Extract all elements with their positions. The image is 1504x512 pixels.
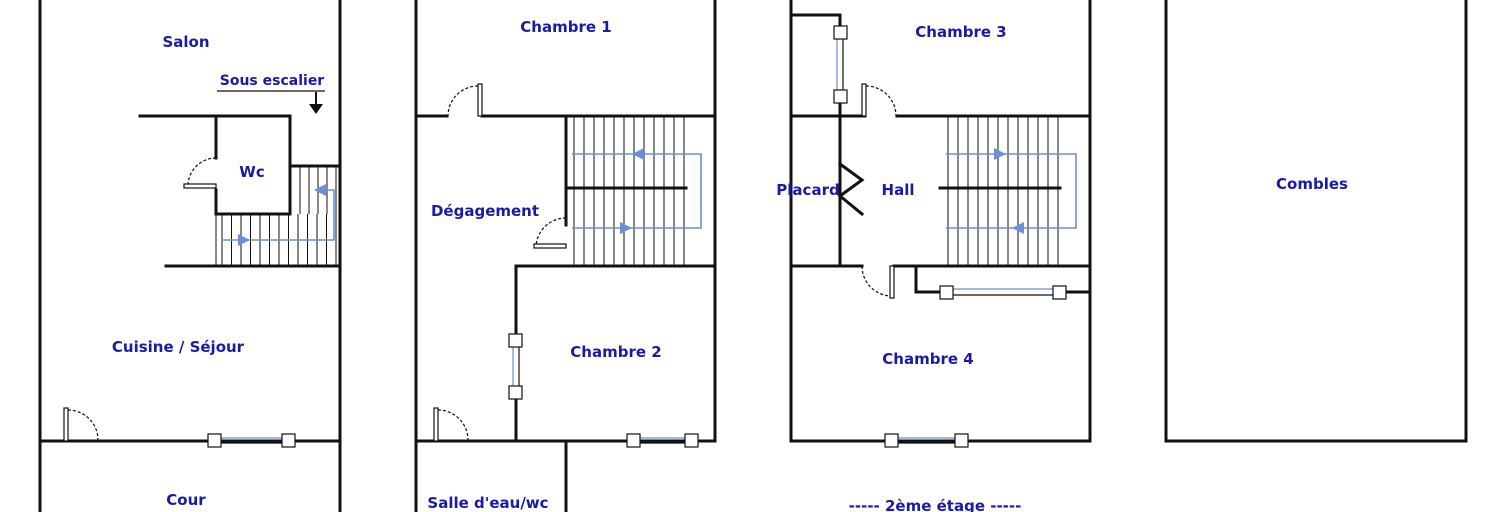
chambre4-door-swing: [861, 265, 893, 297]
room-label-cuisine-sejour: Cuisine / Séjour: [112, 338, 245, 356]
salle-eau-door: [433, 407, 439, 442]
wc-top-wall: [138, 114, 342, 168]
room-label-sous-escalier: Sous escalier: [220, 73, 325, 89]
room-label-salon: Salon: [162, 33, 209, 51]
window-frame: [626, 433, 641, 448]
pointer-arrow-icon: [309, 104, 323, 114]
placard-folding-door: [837, 161, 865, 217]
stair-arrow-icon: [314, 184, 326, 196]
room-label-salle-eau-wc: Salle d'eau/wc: [427, 494, 548, 512]
degagement-door-swing: [535, 217, 567, 247]
stair-treads: [947, 116, 1059, 266]
wc-door-swing: [187, 157, 217, 187]
window-frame: [207, 433, 222, 448]
chambre1-door: [477, 83, 483, 117]
stair-direction-line: [946, 153, 1077, 229]
salle-eau-door-swing: [437, 409, 469, 441]
cuisine-door: [63, 407, 69, 442]
window-frame: [954, 433, 969, 448]
chambre3-door-swing: [865, 85, 897, 117]
room-label-hall: Hall: [882, 181, 915, 199]
room-label-chambre-2: Chambre 2: [570, 343, 661, 361]
stair-arrow-icon: [632, 148, 644, 160]
second-floor-plan: Chambre 3 Placard Hall Chambre 4 ----- 2…: [776, 0, 1092, 512]
room-label-cour: Cour: [166, 491, 206, 509]
window-frame: [684, 433, 699, 448]
cuisine-door-swing: [67, 409, 99, 441]
window-frame: [833, 25, 848, 40]
chambre3-door: [861, 83, 867, 117]
ground-floor-plan: Salon Sous escalier Wc Cuisine / Séjour …: [38, 0, 342, 512]
room-label-combles: Combles: [1276, 175, 1348, 193]
stair-arrow-icon: [620, 222, 632, 234]
room-label-degagement: Dégagement: [431, 202, 539, 220]
window-frame: [508, 333, 523, 348]
combles-walls: [1164, 0, 1468, 443]
room-label-chambre-1: Chambre 1: [520, 18, 611, 36]
chambre3-top-left-wall: [789, 13, 842, 28]
window-frame: [281, 433, 296, 448]
chambre4-door: [889, 265, 895, 299]
room-label-wc: Wc: [239, 163, 264, 181]
room-label-placard: Placard: [776, 181, 839, 199]
first-floor-plan: Chambre 1 Dégagement Chambre 2 Salle d'e…: [414, 0, 717, 512]
attic-plan: Combles: [1164, 0, 1468, 443]
window-frame: [833, 89, 848, 104]
floor-caption-2eme-etage: ----- 2ème étage -----: [849, 497, 1022, 512]
room-label-chambre-4: Chambre 4: [882, 350, 973, 368]
window-frame: [508, 385, 523, 400]
stair-arrow-icon: [994, 148, 1006, 160]
chambre1-door-swing: [447, 85, 479, 117]
window-frame: [884, 433, 899, 448]
stair-treads: [573, 116, 685, 266]
room-label-chambre-3: Chambre 3: [915, 23, 1006, 41]
window-frame: [1052, 285, 1067, 300]
wc-door: [183, 183, 217, 189]
chambre4-inner-wall: [914, 264, 942, 294]
stair-arrow-icon: [238, 234, 250, 246]
window-frame: [939, 285, 954, 300]
degagement-door: [533, 243, 567, 249]
stair-direction-line: [572, 153, 702, 229]
stair-arrow-icon: [1012, 222, 1024, 234]
